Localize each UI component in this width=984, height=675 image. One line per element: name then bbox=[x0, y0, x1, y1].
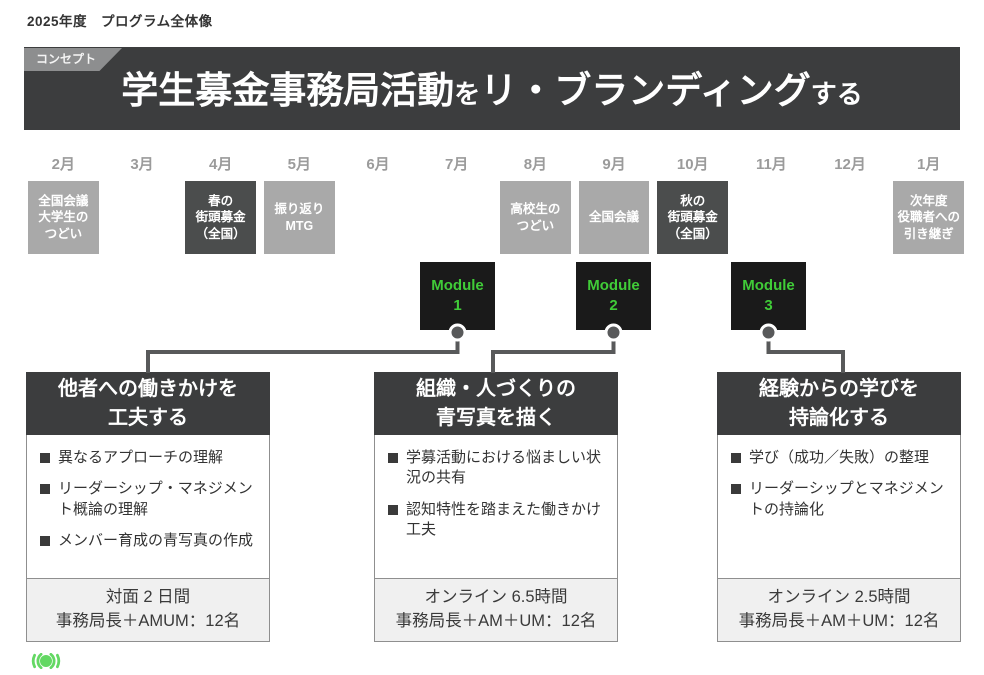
event-box-may: 振り返り MTG bbox=[264, 181, 335, 254]
concept-banner: コンセプト 学生募金事務局活動をリ・ブランディングする bbox=[24, 47, 960, 130]
bullet-item: メンバー育成の青写真の作成 bbox=[40, 531, 256, 551]
page-title: 2025年度 プログラム全体像 bbox=[27, 14, 213, 29]
banner-title-main-2: リ・ブランディング bbox=[480, 70, 811, 111]
bullet-item: 認知特性を踏まえた働きかけ工夫 bbox=[388, 500, 604, 541]
event-box-aug: 高校生の つどい bbox=[500, 181, 571, 254]
banner-title-small-2: する bbox=[810, 79, 863, 109]
bullet-text: 異なるアプローチの理解 bbox=[58, 449, 224, 466]
banner-title-main-1: 学生募金事務局活動 bbox=[121, 70, 455, 111]
month-column-jun: 6月 bbox=[339, 153, 418, 254]
bullet-text: メンバー育成の青写真の作成 bbox=[58, 531, 254, 549]
square-bullet-icon bbox=[731, 453, 741, 463]
footer-participants: 事務局長＋AMUM：12名 bbox=[55, 612, 241, 630]
month-column-aug: 8月 高校生の つどい bbox=[496, 153, 575, 254]
month-column-apr: 4月 春の 街頭募金 （全国） bbox=[181, 153, 260, 254]
card-footer: オンライン 2.5時間 事務局長＋AM＋UM：12名 bbox=[717, 578, 961, 642]
square-bullet-icon bbox=[40, 484, 50, 495]
month-label: 10月 bbox=[676, 156, 709, 173]
month-label: 6月 bbox=[366, 156, 390, 173]
module-1-box: Module 1 bbox=[420, 262, 495, 330]
month-column-jul: 7月 bbox=[417, 153, 496, 254]
square-bullet-icon bbox=[388, 453, 398, 463]
month-label: 2月 bbox=[51, 156, 75, 173]
bullet-text: 学び（成功／失敗）の整理 bbox=[749, 449, 930, 466]
month-label: 12月 bbox=[834, 156, 866, 173]
month-label: 1月 bbox=[917, 156, 941, 173]
bullet-text: リーダーシップとマネジメントの持論化 bbox=[749, 480, 944, 518]
month-column-sep: 9月 全国会議 bbox=[575, 153, 654, 254]
timeline: 2月 全国会議 大学生の つどい 3月 4月 春の 街頭募金 （全国） 5月 振… bbox=[24, 153, 968, 254]
card-footer: オンライン 6.5時間 事務局長＋AM＋UM：12名 bbox=[374, 578, 618, 642]
concept-tag: コンセプト bbox=[24, 48, 122, 71]
module-3-card: 経験からの学びを 持論化する 学び（成功／失敗）の整理 リーダーシップとマネジメ… bbox=[717, 372, 961, 642]
card-footer: 対面 2 日間 事務局長＋AMUM：12名 bbox=[26, 578, 270, 642]
month-label: 3月 bbox=[130, 156, 154, 173]
bullet-item: 学募活動における悩ましい状況の共有 bbox=[388, 448, 604, 489]
square-bullet-icon bbox=[731, 484, 741, 495]
event-box-jan: 次年度 役職者への 引き継ぎ bbox=[893, 181, 965, 254]
bullet-text: 認知特性を踏まえた働きかけ工夫 bbox=[406, 500, 602, 538]
month-column-nov: 11月 bbox=[732, 153, 811, 254]
card-title: 経験からの学びを 持論化する bbox=[717, 372, 961, 435]
event-box-sep: 全国会議 bbox=[578, 181, 650, 254]
card-body: 学募活動における悩ましい状況の共有 認知特性を踏まえた働きかけ工夫 bbox=[374, 435, 618, 578]
month-column-feb: 2月 全国会議 大学生の つどい bbox=[24, 153, 103, 254]
footer-participants: 事務局長＋AM＋UM：12名 bbox=[738, 612, 940, 630]
month-label: 11月 bbox=[755, 156, 787, 173]
bullet-item: 学び（成功／失敗）の整理 bbox=[731, 448, 947, 468]
footer-participants: 事務局長＋AM＋UM：12名 bbox=[395, 612, 597, 630]
module-1-card: 他者への働きかけを 工夫する 異なるアプローチの理解 リーダーシップ・マネジメン… bbox=[26, 372, 270, 642]
square-bullet-icon bbox=[40, 535, 50, 546]
event-box-apr: 春の 街頭募金 （全国） bbox=[185, 181, 257, 254]
bullet-item: リーダーシップ・マネジメント概論の理解 bbox=[40, 479, 256, 520]
module-3-box: Module 3 bbox=[731, 262, 806, 330]
footer-format: オンライン 2.5時間 bbox=[767, 588, 911, 607]
card-body: 異なるアプローチの理解 リーダーシップ・マネジメント概論の理解 メンバー育成の青… bbox=[26, 435, 270, 578]
module-2-card: 組織・人づくりの 青写真を描く 学募活動における悩ましい状況の共有 認知特性を踏… bbox=[374, 372, 618, 642]
month-label: 4月 bbox=[209, 156, 233, 173]
square-bullet-icon bbox=[40, 453, 50, 463]
month-column-dec: 12月 bbox=[811, 153, 890, 254]
brand-broadcast-logo-icon bbox=[31, 653, 61, 669]
month-label: 7月 bbox=[445, 156, 469, 173]
month-column-oct: 10月 秋の 街頭募金 （全国） bbox=[653, 153, 732, 254]
event-box-oct: 秋の 街頭募金 （全国） bbox=[657, 181, 729, 254]
event-box-feb: 全国会議 大学生の つどい bbox=[28, 181, 99, 254]
month-label: 9月 bbox=[602, 156, 626, 173]
card-title: 組織・人づくりの 青写真を描く bbox=[374, 372, 618, 435]
month-column-may: 5月 振り返り MTG bbox=[260, 153, 339, 254]
bullet-item: リーダーシップとマネジメントの持論化 bbox=[731, 479, 947, 520]
banner-title-small-1: を bbox=[454, 79, 481, 109]
bullet-text: リーダーシップ・マネジメント概論の理解 bbox=[58, 480, 253, 518]
bullet-item: 異なるアプローチの理解 bbox=[40, 448, 256, 468]
card-body: 学び（成功／失敗）の整理 リーダーシップとマネジメントの持論化 bbox=[717, 435, 961, 578]
month-label: 8月 bbox=[523, 156, 548, 173]
month-label: 5月 bbox=[287, 156, 312, 173]
module-2-box: Module 2 bbox=[576, 262, 651, 330]
month-column-mar: 3月 bbox=[103, 153, 182, 254]
card-title: 他者への働きかけを 工夫する bbox=[26, 372, 270, 435]
footer-format: オンライン 6.5時間 bbox=[424, 588, 568, 607]
footer-format: 対面 2 日間 bbox=[105, 588, 191, 607]
banner-title: 学生募金事務局活動をリ・ブランディングする bbox=[121, 72, 862, 109]
month-column-jan: 1月 次年度 役職者への 引き継ぎ bbox=[889, 153, 968, 254]
square-bullet-icon bbox=[388, 504, 398, 515]
bullet-text: 学募活動における悩ましい状況の共有 bbox=[406, 449, 602, 487]
